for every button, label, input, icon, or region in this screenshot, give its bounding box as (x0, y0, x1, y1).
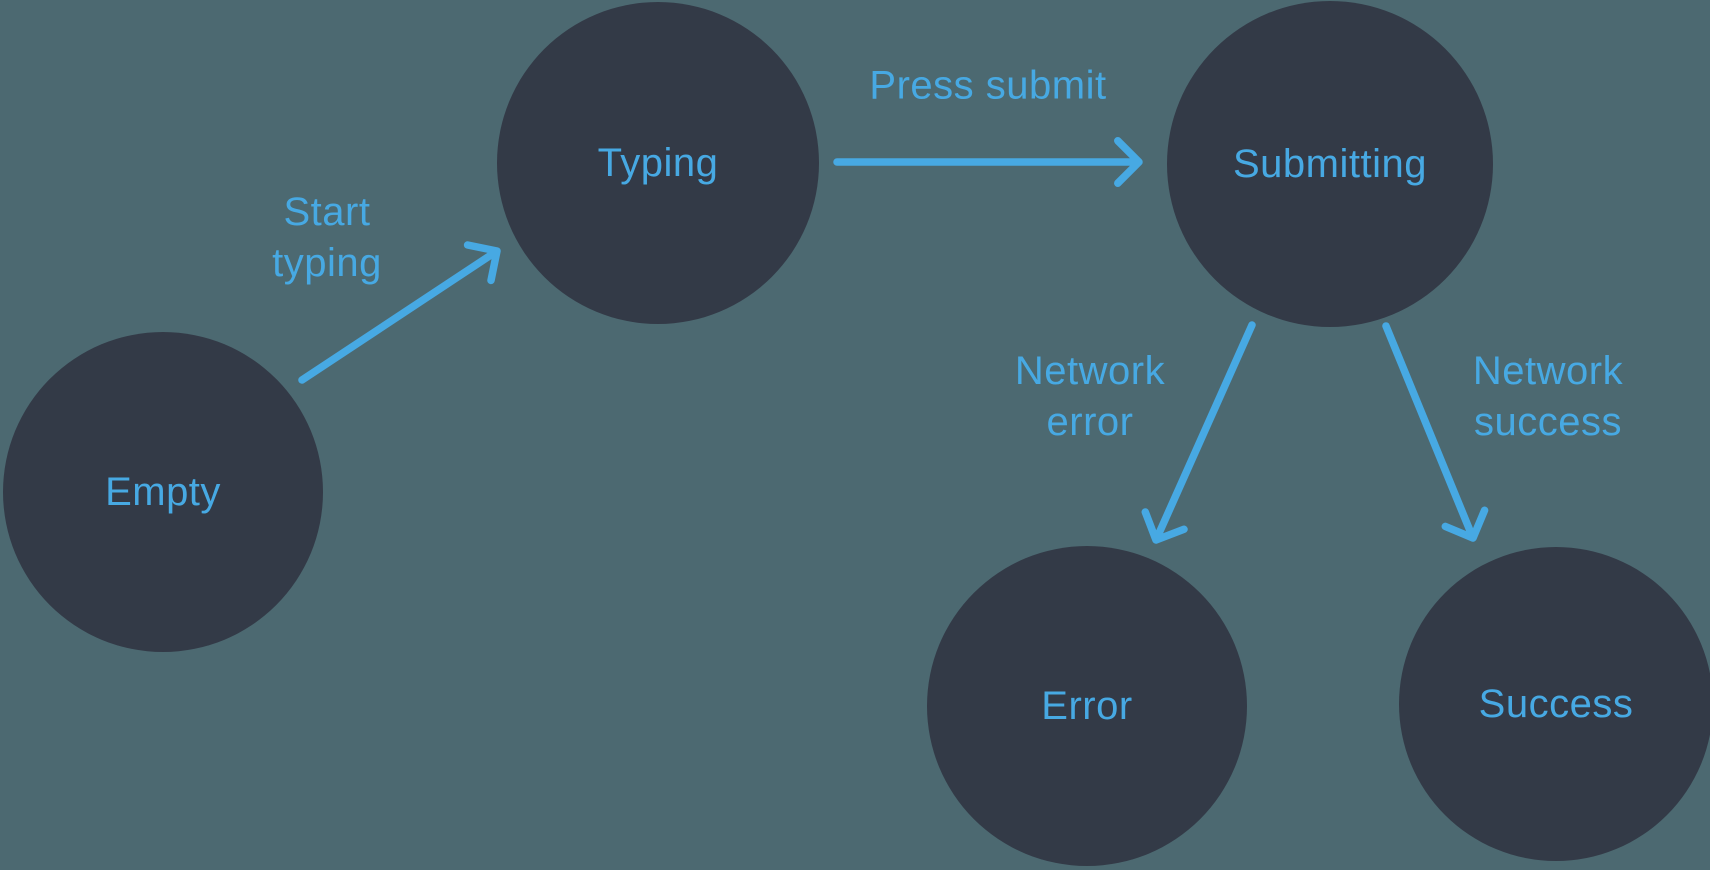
state-label-error: Error (1041, 683, 1133, 728)
transition-label-network-error: Network error (1015, 346, 1165, 448)
transition-label-press-submit: Press submit (869, 61, 1106, 112)
transition-arrow-press-submit (833, 137, 1143, 187)
state-label-success: Success (1478, 681, 1634, 726)
state-label-empty: Empty (105, 469, 221, 514)
state-node-success: Success (1399, 547, 1710, 861)
transition-label-line: Start (283, 190, 371, 235)
transition-label-line: typing (272, 241, 382, 285)
transition-label-line: Network (1014, 349, 1166, 394)
transition-label-line: error (1046, 400, 1134, 444)
state-label-typing: Typing (597, 140, 719, 185)
transition-label-line: success (1473, 400, 1622, 444)
transition-label-start-typing: Start typing (272, 187, 382, 289)
state-node-error: Error (927, 546, 1247, 866)
transition-arrow-network-success (1382, 322, 1489, 542)
state-node-submitting: Submitting (1167, 1, 1493, 327)
state-node-empty: Empty (3, 332, 323, 652)
transition-label-network-success: Network success (1473, 346, 1623, 448)
state-node-typing: Typing (497, 2, 819, 324)
transition-label-line: Network (1472, 349, 1624, 394)
state-label-submitting: Submitting (1233, 141, 1427, 186)
transition-label-line: Press submit (869, 63, 1107, 108)
